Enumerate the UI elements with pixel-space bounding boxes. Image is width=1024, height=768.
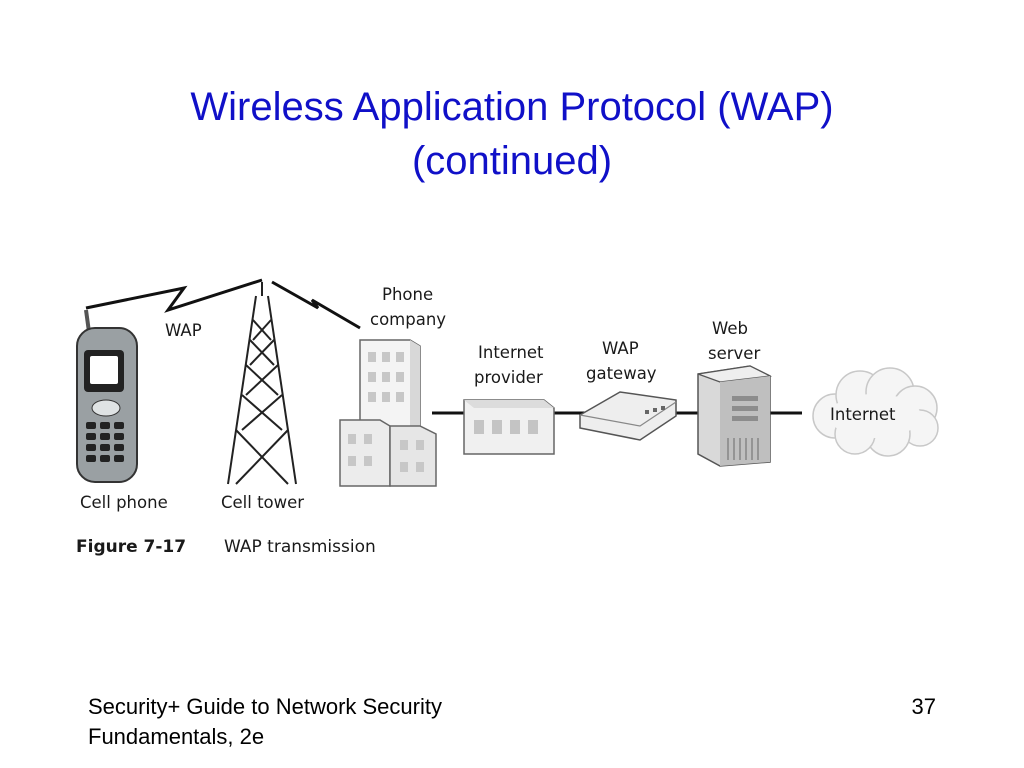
internet-cloud-icon: [812, 367, 939, 457]
slide-title: Wireless Application Protocol (WAP) (con…: [0, 80, 1024, 188]
wap-gateway-icon: [579, 391, 677, 441]
wap-diagram: WAP Phone company Internet provider WAP …: [76, 278, 939, 557]
internet-provider-label-line1: Internet: [478, 343, 544, 362]
lightning-link-icon: [85, 278, 361, 330]
cell-tower-label: Cell tower: [221, 493, 304, 512]
internet-cloud-label: Internet: [830, 405, 896, 424]
footer-source-line1: Security+ Guide to Network Security: [88, 694, 442, 719]
footer-source-line2: Fundamentals, 2e: [88, 724, 265, 749]
cell-phone-icon: [76, 309, 138, 483]
cell-tower-icon: [227, 282, 297, 485]
figure-caption-number: Figure 7-17: [76, 537, 186, 557]
web-server-label-line1: Web: [712, 319, 748, 338]
phone-company-label-line2: company: [370, 310, 446, 329]
web-server-label-line2: server: [708, 344, 760, 363]
footer-source: Security+ Guide to Network Security Fund…: [88, 692, 442, 752]
internet-provider-building-icon: [463, 399, 555, 455]
wap-transmission-figure: WAP Phone company Internet provider WAP …: [60, 270, 960, 570]
phone-company-label-line1: Phone: [382, 285, 433, 304]
wap-gateway-label-line2: gateway: [586, 364, 657, 383]
wap-link-label: WAP: [165, 321, 202, 340]
wap-gateway-label-line1: WAP: [602, 339, 639, 358]
page-number: 37: [911, 694, 936, 719]
figure-caption-text: WAP transmission: [224, 537, 376, 557]
phone-company-building-icon: [339, 339, 437, 487]
cell-phone-label: Cell phone: [80, 493, 168, 512]
internet-provider-label-line2: provider: [474, 368, 543, 387]
web-server-icon: [697, 365, 773, 467]
slide-title-line1: Wireless Application Protocol (WAP): [190, 85, 834, 129]
slide-title-line2: (continued): [411, 139, 613, 183]
